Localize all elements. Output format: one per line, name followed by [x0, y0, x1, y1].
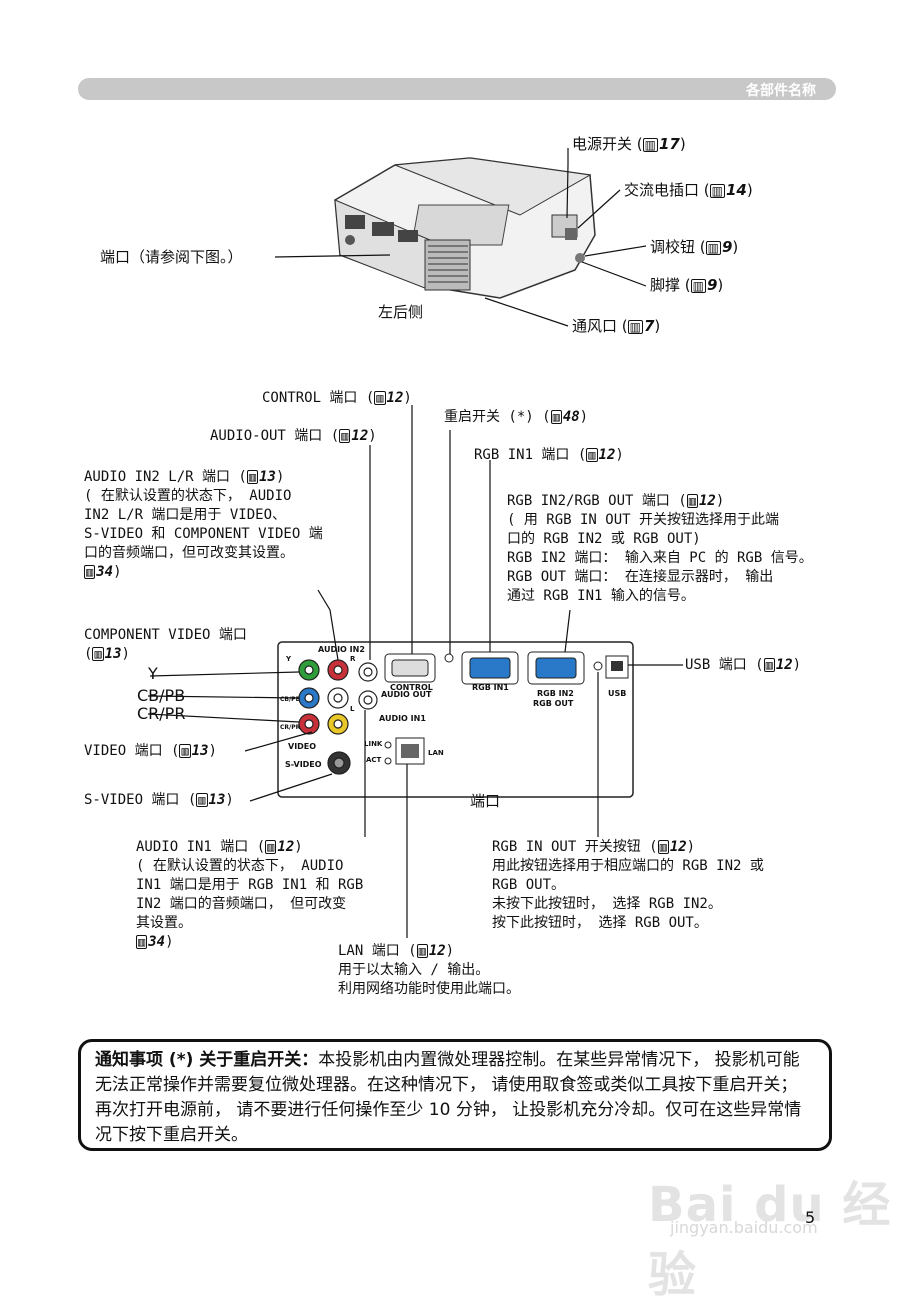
- port-panel-diagram: [147, 405, 683, 938]
- panel-control: CONTROL: [390, 683, 433, 692]
- panel-cr: CR/PR: [280, 724, 301, 731]
- book-icon: ▥: [246, 470, 259, 484]
- projector-rear-illustration: [274, 148, 647, 327]
- book-icon: ▥: [374, 391, 386, 405]
- rgb-in1-callout: RGB IN1 端口 (▥12): [474, 447, 624, 463]
- page-ref[interactable]: 13: [259, 469, 276, 485]
- section-title: 各部件名称: [746, 83, 816, 99]
- rgb-in2-out-callout: RGB IN2/RGB OUT 端口 (▥12) ( 用 RGB IN OUT …: [507, 493, 813, 604]
- panel-rgb-out: RGB OUT: [533, 699, 574, 708]
- page-number: 5: [805, 1208, 816, 1227]
- left-rear-caption: 左后侧: [378, 303, 424, 321]
- page-ref[interactable]: 13: [104, 646, 122, 662]
- book-icon: ▥: [550, 410, 562, 424]
- book-icon: ▥: [196, 793, 208, 807]
- page-ref[interactable]: 9: [706, 276, 718, 294]
- book-icon: ▥: [416, 944, 428, 958]
- ac-inlet-label: 交流电插口 (▥14): [624, 181, 753, 199]
- reset-switch-note: 通知事项 (*) 关于重启开关：本投影机由内置微处理器控制。在某些异常情况下， …: [78, 1039, 832, 1151]
- page-ref[interactable]: 14: [725, 181, 747, 199]
- book-icon: ▥: [686, 494, 698, 508]
- page-ref[interactable]: 12: [277, 839, 295, 855]
- panel-svideo: S-VIDEO: [285, 760, 322, 769]
- panel-rgb-in2: RGB IN2: [537, 689, 574, 698]
- page-ref[interactable]: 13: [191, 743, 209, 759]
- book-icon: ▥: [265, 840, 277, 854]
- lan-description: 用于以太输入 / 输出。 利用网络功能时使用此端口。: [338, 962, 520, 997]
- audio-in1-description: ( 在默认设置的状态下， AUDIO IN1 端口是用于 RGB IN1 和 R…: [136, 858, 364, 931]
- audio-in1-callout: AUDIO IN1 端口 (▥12) ( 在默认设置的状态下， AUDIO IN…: [136, 839, 364, 950]
- panel-cb: CB/PB: [280, 696, 301, 703]
- component-video-callout: COMPONENT VIDEO 端口 (▥13): [84, 627, 247, 662]
- page-ref[interactable]: 34: [96, 564, 114, 580]
- panel-act: ACT: [366, 756, 382, 764]
- y-label: Y: [148, 664, 158, 683]
- page-ref[interactable]: 12: [598, 447, 616, 463]
- audio-out-callout: AUDIO-OUT 端口 (▥12): [210, 428, 377, 444]
- panel-rgb-in1: RGB IN1: [472, 683, 509, 692]
- note-title: 通知事项 (*) 关于重启开关：: [95, 1050, 319, 1070]
- book-icon: ▥: [657, 840, 669, 854]
- vent-label: 通风口 (▥7): [572, 317, 661, 335]
- book-icon: ▥: [339, 429, 351, 443]
- panel-link: LINK: [364, 740, 383, 748]
- page-ref[interactable]: 7: [643, 317, 655, 335]
- book-icon: ▥: [586, 448, 598, 462]
- panel-audio-in2: AUDIO IN2: [318, 645, 365, 654]
- power-switch-label: 电源开关 (▥17): [572, 135, 686, 153]
- page-ref[interactable]: 9: [721, 238, 733, 256]
- rgb-switch-description: 用此按钮选择用于相应端口的 RGB IN2 或 RGB OUT。 未按下此按钮时…: [492, 858, 764, 931]
- book-icon: ▥: [179, 744, 191, 758]
- book-icon: ▥: [690, 279, 706, 293]
- reset-switch-callout: 重启开关 (*) (▥48): [444, 409, 589, 425]
- panel-audio-out: AUDIO OUT: [381, 690, 432, 699]
- section-header-bar: [78, 78, 836, 100]
- audio-in2-description: ( 在默认设置的状态下， AUDIO IN2 L/R 端口是用于 VIDEO、 …: [84, 488, 323, 561]
- page-ref[interactable]: 12: [698, 493, 716, 509]
- adjuster-label: 调校钮 (▥9): [650, 238, 739, 256]
- ports-label: 端口（请参阅下图。）: [100, 248, 243, 266]
- panel-y: Y: [286, 655, 292, 663]
- page-ref[interactable]: 13: [208, 792, 226, 808]
- baidu-watermark-url: jingyan.baidu.com: [670, 1218, 818, 1237]
- note-body: 本投影机由内置微处理器控制。在某些异常情况下， 投影机可能无法正常操作并需要复位…: [95, 1050, 802, 1145]
- cb-label: CB/PB: [137, 686, 186, 705]
- rgb-in2-out-description: ( 用 RGB IN OUT 开关按钮选择用于此端 口的 RGB IN2 或 R…: [507, 512, 813, 604]
- page-ref[interactable]: 12: [351, 428, 369, 444]
- video-callout: VIDEO 端口 (▥13): [84, 743, 217, 759]
- panel-r: R: [350, 655, 356, 663]
- foot-label: 脚撑 (▥9): [650, 276, 724, 294]
- audio-in2-callout: AUDIO IN2 L/R 端口 (▥13) ( 在默认设置的状态下， AUDI…: [84, 469, 323, 580]
- panel-video: VIDEO: [288, 742, 317, 751]
- book-icon: ▥: [627, 320, 643, 334]
- lan-callout: LAN 端口 (▥12) 用于以太输入 / 输出。 利用网络功能时使用此端口。: [338, 943, 520, 997]
- cr-label: CR/PR: [137, 704, 186, 723]
- ports-caption: 端口: [470, 792, 501, 810]
- book-icon: ▥: [92, 647, 104, 661]
- book-icon: ▥: [642, 138, 658, 152]
- panel-l: L: [350, 705, 355, 713]
- panel-audio-in1: AUDIO IN1: [379, 714, 426, 723]
- page-ref[interactable]: 12: [669, 839, 687, 855]
- rgb-switch-callout: RGB IN OUT 开关按钮 (▥12) 用此按钮选择用于相应端口的 RGB …: [492, 839, 764, 931]
- panel-usb: USB: [608, 689, 627, 698]
- book-icon: ▥: [763, 658, 775, 672]
- svideo-callout: S-VIDEO 端口 (▥13): [84, 792, 234, 808]
- panel-lan: LAN: [428, 749, 444, 757]
- page-ref[interactable]: 48: [562, 409, 580, 425]
- page-ref[interactable]: 12: [428, 943, 446, 959]
- control-port-callout: CONTROL 端口 (▥12): [262, 390, 412, 406]
- usb-callout: USB 端口 (▥12): [685, 657, 802, 673]
- book-icon: ▥: [136, 935, 148, 949]
- page-ref[interactable]: 17: [658, 135, 680, 153]
- page-ref[interactable]: 12: [386, 390, 404, 406]
- page-ref[interactable]: 12: [775, 657, 793, 673]
- page-ref[interactable]: 34: [148, 934, 166, 950]
- book-icon: ▥: [705, 241, 721, 255]
- book-icon: ▥: [84, 565, 96, 579]
- book-icon: ▥: [709, 184, 725, 198]
